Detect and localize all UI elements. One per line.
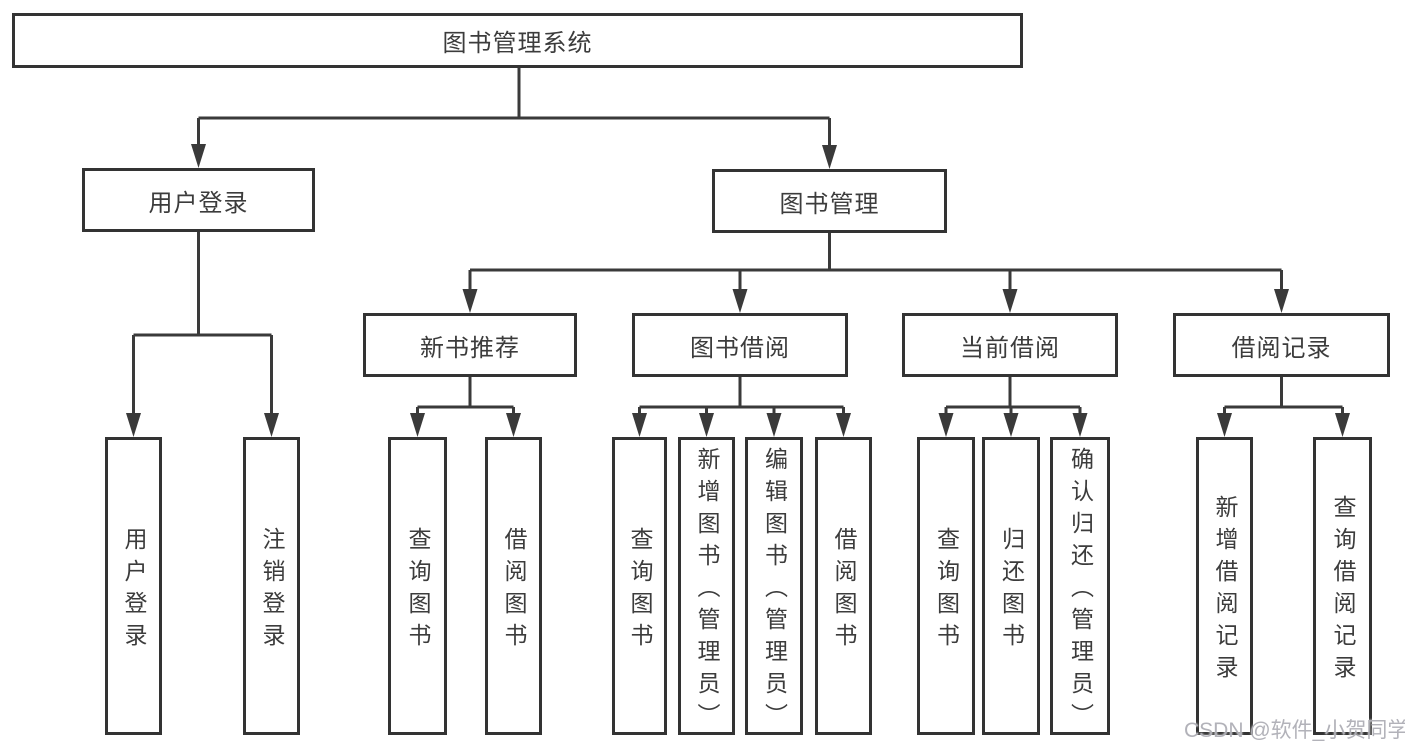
node-borrow-records-label: 借阅记录: [1231, 334, 1332, 362]
leaf-cb-confirm-return-admin: 确认归还（管理员）: [1050, 437, 1110, 735]
leaf-cb-confirm-return-admin-label: 确认归还（管理员）: [1067, 446, 1094, 735]
node-root-label: 图书管理系统: [442, 30, 593, 57]
leaf-nb-query-books-label: 查询图书: [405, 526, 431, 655]
node-current-borrow: 当前借阅: [902, 313, 1118, 377]
leaf-user-login: 用户登录: [105, 437, 162, 735]
leaf-cb-return-books-label: 归还图书: [998, 526, 1025, 655]
leaf-bw-edit-books-admin-label: 编辑图书（管理员）: [761, 446, 788, 735]
node-user-login: 用户登录: [82, 168, 315, 232]
leaf-bw-query-books: 查询图书: [612, 437, 667, 735]
node-new-book-rec: 新书推荐: [363, 313, 577, 377]
leaf-user-login-label: 用户登录: [121, 526, 147, 655]
leaf-bw-add-books-admin-label: 新增图书（管理员）: [694, 446, 720, 735]
node-book-borrow-label: 图书借阅: [690, 334, 790, 362]
leaf-logout-label: 注销登录: [259, 526, 285, 655]
leaf-rc-add-borrow-record-label: 新增借阅记录: [1212, 494, 1238, 687]
leaf-nb-query-books: 查询图书: [388, 437, 447, 735]
leaf-nb-borrow-books-label: 借阅图书: [501, 526, 527, 655]
leaf-rc-query-borrow-record-label: 查询借阅记录: [1330, 494, 1356, 687]
leaf-bw-borrow-books-label: 借阅图书: [831, 526, 857, 655]
leaf-cb-return-books: 归还图书: [982, 437, 1040, 735]
leaf-bw-query-books-label: 查询图书: [627, 526, 653, 655]
node-new-book-rec-label: 新书推荐: [420, 334, 520, 362]
node-borrow-records: 借阅记录: [1173, 313, 1390, 377]
node-book-borrow: 图书借阅: [632, 313, 848, 377]
leaf-bw-add-books-admin: 新增图书（管理员）: [678, 437, 735, 735]
node-book-mgmt: 图书管理: [712, 169, 947, 233]
csdn-watermark: CSDN @软件_小贺同学: [1184, 719, 1405, 742]
leaf-bw-borrow-books: 借阅图书: [815, 437, 872, 735]
node-current-borrow-label: 当前借阅: [960, 334, 1060, 362]
node-user-login-label: 用户登录: [148, 189, 249, 217]
node-book-mgmt-label: 图书管理: [779, 190, 880, 218]
leaf-cb-query-books-label: 查询图书: [933, 526, 960, 655]
node-root: 图书管理系统: [12, 13, 1023, 68]
leaf-cb-query-books: 查询图书: [917, 437, 975, 735]
leaf-bw-edit-books-admin: 编辑图书（管理员）: [745, 437, 803, 735]
leaf-nb-borrow-books: 借阅图书: [485, 437, 542, 735]
leaf-rc-query-borrow-record: 查询借阅记录: [1313, 437, 1372, 735]
leaf-rc-add-borrow-record: 新增借阅记录: [1196, 437, 1253, 735]
leaf-logout: 注销登录: [243, 437, 300, 735]
arrowheads: [126, 144, 1350, 437]
